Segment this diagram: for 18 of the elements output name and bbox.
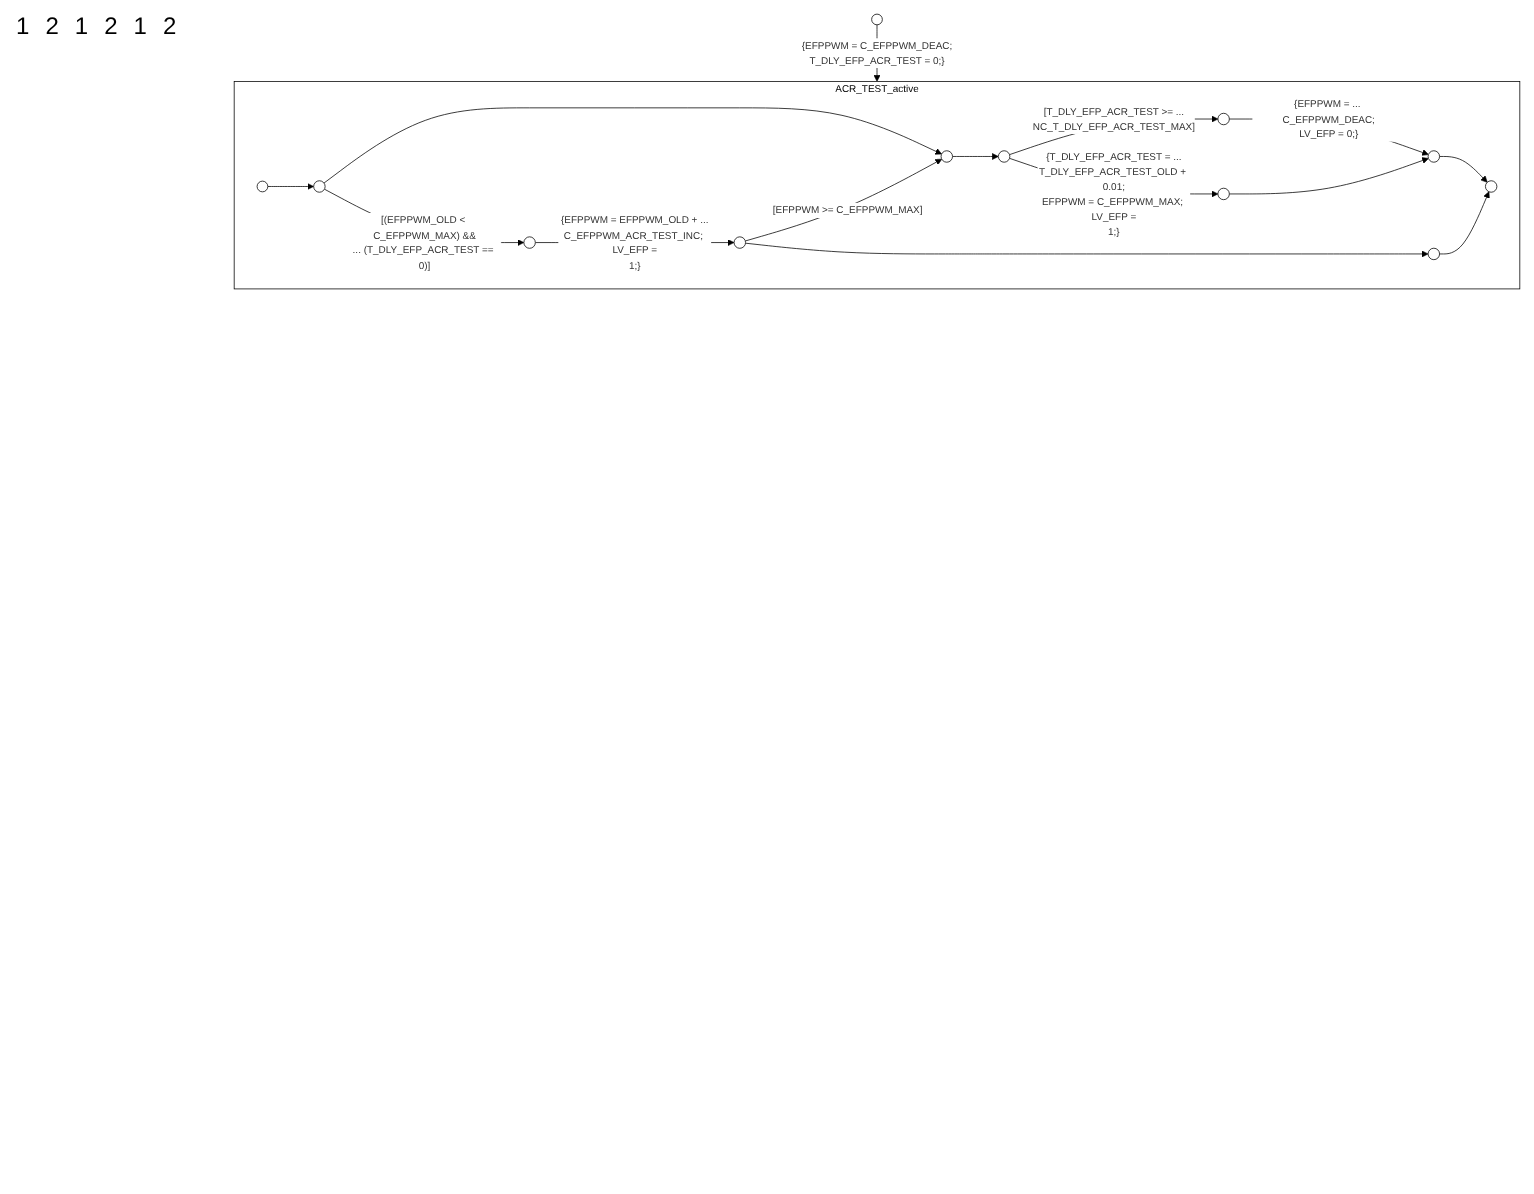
node-circle (733, 236, 746, 249)
priority-number: 2 (162, 12, 177, 40)
node-circle (1427, 247, 1440, 261)
node-circle (1485, 180, 1498, 193)
node-dot (871, 13, 883, 26)
node-circle (940, 150, 953, 163)
node-circle (313, 180, 326, 193)
priority-number: 1 (16, 12, 30, 40)
node-dot (256, 180, 269, 193)
priority-number: 2 (104, 12, 118, 40)
priority-number: 1 (74, 12, 89, 40)
priority-number: 1 (133, 12, 147, 40)
node-circle (1427, 150, 1440, 163)
node-circle (1217, 112, 1230, 126)
node-circle (1217, 187, 1230, 201)
node-circle (998, 150, 1011, 163)
priority-number: 2 (45, 12, 59, 40)
node-circle (523, 236, 536, 249)
